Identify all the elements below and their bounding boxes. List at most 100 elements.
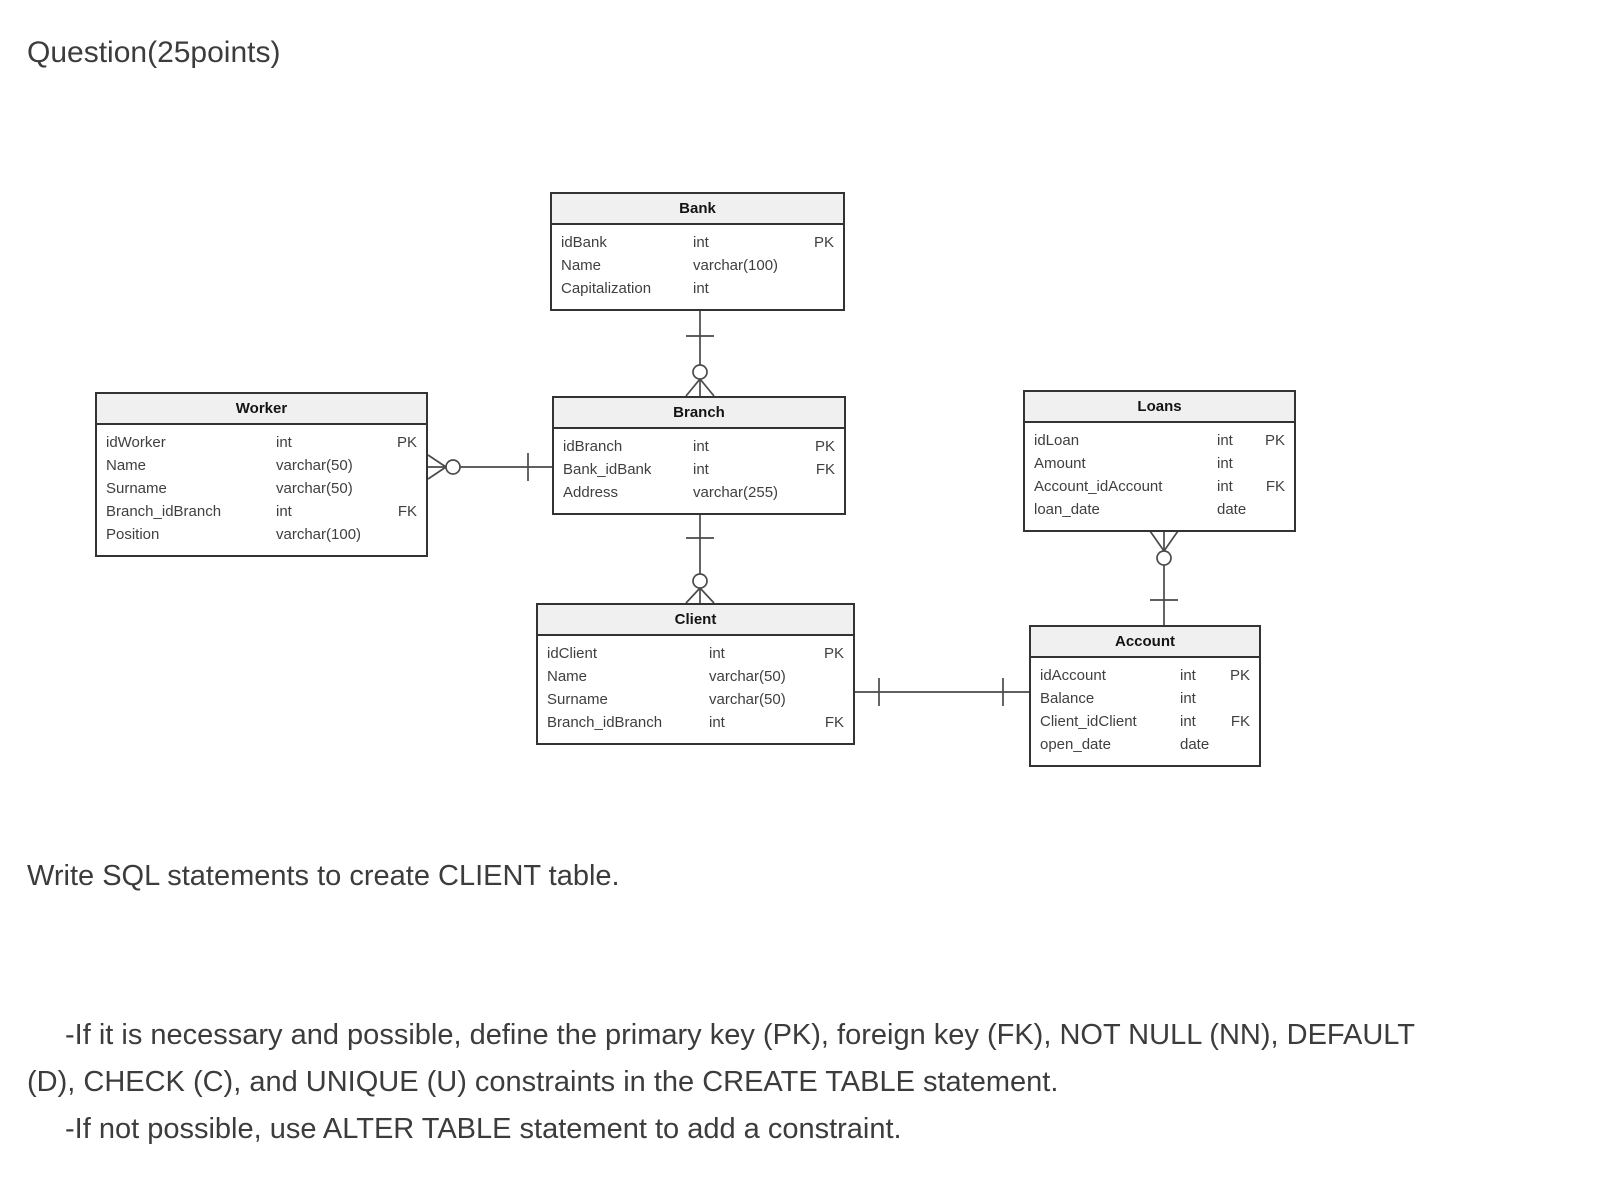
attribute-row: Name varchar(50) [547,665,844,688]
instruction-line: -If not possible, use ALTER TABLE statem… [65,1113,902,1145]
attribute-name: Name [561,257,602,274]
attribute-key-badge: PK [823,645,844,662]
attribute-name: idClient [547,645,598,662]
attribute-key-badge: FK [815,461,835,478]
attribute-key-badge: FK [824,714,844,731]
attribute-row: Surname varchar(50) [547,688,844,711]
attribute-name: loan_date [1034,501,1100,518]
attribute-key-badge [387,477,417,500]
attribute-type: int [1217,432,1233,449]
attribute-name: Address [563,484,619,501]
attribute-row: Amount int [1034,452,1285,475]
attribute-key-badge: PK [813,234,834,251]
attribute-name: idBank [561,234,607,251]
attribute-key-badge [814,665,844,688]
attribute-name: idWorker [106,434,166,451]
attribute-type: int [1180,713,1196,730]
attribute-name: idLoan [1034,432,1080,449]
attribute-name: Account_idAccount [1034,478,1163,495]
attribute-name: Branch_idBranch [547,714,663,731]
attribute-name: Capitalization [561,280,652,297]
attribute-type: int [709,714,725,731]
attribute-key-badge: FK [397,503,417,520]
entity-title: Loans [1025,392,1294,423]
attribute-key-badge [804,254,834,277]
attribute-key-badge [387,454,417,477]
attribute-row: Capitalization int [561,277,834,300]
attribute-type: int [276,503,292,520]
attribute-type: int [1217,455,1233,472]
attribute-row: loan_date date [1034,498,1285,521]
attribute-row: Name varchar(100) [561,254,834,277]
attribute-type: int [693,461,709,478]
attribute-row: open_date date [1040,733,1250,756]
attribute-type: varchar(100) [276,526,362,543]
attribute-name: Amount [1034,455,1086,472]
attribute-type: date [1180,736,1210,753]
attribute-type: varchar(50) [709,691,786,708]
entity-title: Branch [554,398,844,429]
attribute-name: Client_idClient [1040,713,1137,730]
attribute-row: Address varchar(255) [563,481,835,504]
question-title: Question(25points) [27,36,281,69]
attribute-type: varchar(50) [709,668,786,685]
attribute-name: Balance [1040,690,1095,707]
connector-bank-branch [685,309,715,397]
task-text: Write SQL statements to create CLIENT ta… [27,860,620,892]
attribute-key-badge [1255,498,1285,521]
attribute-row: Branch_idBranch int FK [106,500,417,523]
entity-title: Client [538,605,853,636]
attribute-key-badge: FK [1230,713,1250,730]
attribute-name: Branch_idBranch [106,503,222,520]
attribute-name: open_date [1040,736,1111,753]
connector-loans-account [1149,530,1179,625]
attribute-row: Branch_idBranch int FK [547,711,844,734]
attribute-name: idBranch [563,438,623,455]
attribute-key-badge [1220,687,1250,710]
entity-title: Worker [97,394,426,425]
attribute-row: Bank_idBank int FK [563,458,835,481]
attribute-key-badge [1220,733,1250,756]
connector-client-account [855,678,1029,706]
entity-title: Account [1031,627,1259,658]
attribute-type: date [1217,501,1247,518]
attribute-name: Surname [547,691,608,708]
attribute-type: varchar(100) [693,257,779,274]
attribute-name: Name [106,457,147,474]
attribute-type: varchar(255) [693,484,779,501]
entity-title: Bank [552,194,843,225]
attribute-name: Bank_idBank [563,461,652,478]
attribute-key-badge [387,523,417,546]
attribute-name: idAccount [1040,667,1106,684]
attribute-name: Name [547,668,588,685]
instructions: -If it is necessary and possible, define… [27,1012,1572,1153]
connector-worker-branch [427,453,552,481]
attribute-row: Client_idClient int FK [1040,710,1250,733]
attribute-type: int [276,434,292,451]
attribute-key-badge [805,481,835,504]
attribute-type: int [693,280,709,297]
attribute-name: Position [106,526,160,543]
attribute-type: int [693,438,709,455]
